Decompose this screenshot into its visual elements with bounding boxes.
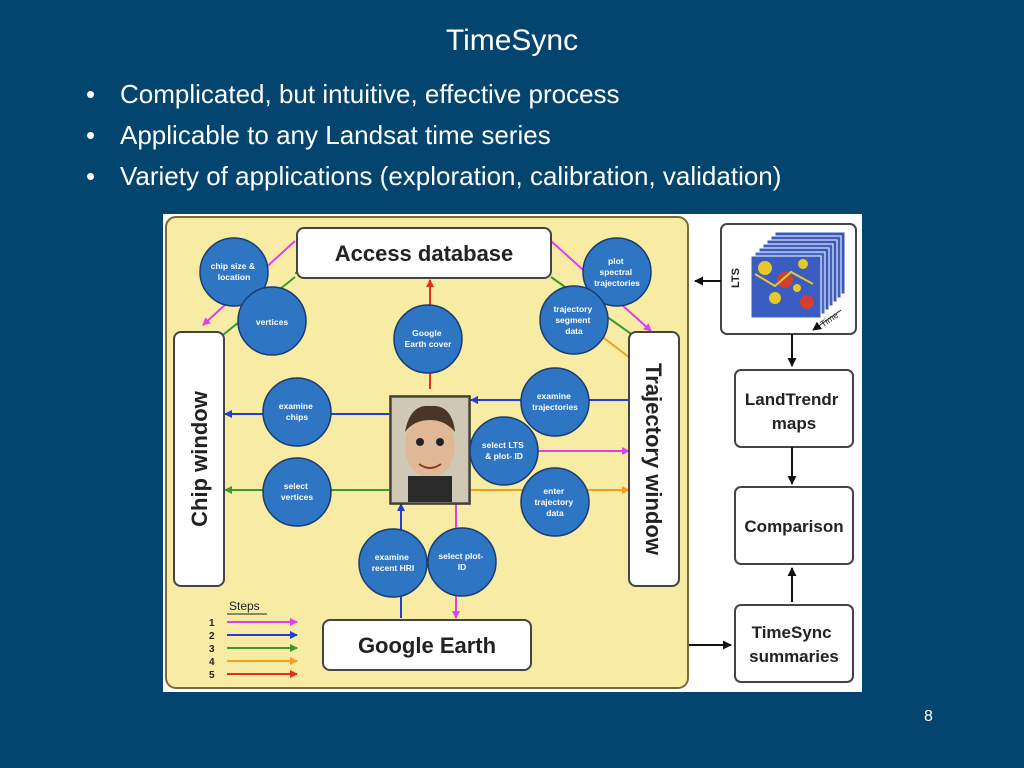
timesync-diagram: Access database Chip window Trajectory w… (163, 214, 862, 692)
page-number: 8 (924, 708, 933, 725)
circle-select-lts-plot-id: select LTS & plot- ID (469, 416, 539, 486)
svg-text:trajectory segment: trajectory segment data (553, 304, 594, 336)
svg-text:2: 2 (209, 631, 215, 642)
circle-examine-recent-hri: examine recent HRI (358, 528, 428, 598)
steps-legend: Steps 1 2 3 4 5 (209, 599, 298, 681)
legend-step: 4 (209, 657, 298, 668)
bullet-item: Complicated, but intuitive, effective pr… (86, 74, 781, 115)
svg-text:Comparison: Comparison (744, 517, 843, 536)
circle-vertices: vertices (237, 286, 307, 356)
google-earth-box (322, 619, 532, 671)
circle-examine-chips: examine chips (262, 377, 332, 447)
svg-text:LandTrendr maps: LandTrendr maps (745, 390, 843, 433)
legend-step: 2 (209, 631, 298, 642)
svg-text:examine recent HRI: examine recent HRI (372, 552, 415, 573)
svg-text:Google Earth cover: Google Earth cover (405, 328, 452, 349)
legend-step: 1 (209, 618, 298, 629)
circle-select-plot-id: select plot- ID (427, 527, 497, 597)
user-photo (389, 395, 471, 505)
svg-text:plot spectral: plot spectral trajectories (594, 256, 640, 288)
chip-window-label: Chip window (187, 390, 212, 527)
svg-text:1: 1 (209, 618, 215, 629)
svg-text:5: 5 (209, 670, 215, 681)
comparison-box: Comparison (734, 486, 854, 565)
bullet-item: Variety of applications (exploration, ca… (86, 156, 781, 197)
svg-text:chip size & location: chip size & location (211, 261, 258, 282)
legend-title: Steps (229, 599, 260, 613)
svg-text:examine chips: examine chips (279, 401, 315, 422)
process-circles: chip size & location vertices Google Ear… (199, 237, 652, 598)
circle-google-earth-cover: Google Earth cover (393, 304, 463, 374)
image-stack (750, 231, 846, 319)
legend-step: 5 (209, 670, 298, 681)
bullet-item: Applicable to any Landsat time series (86, 115, 781, 156)
circle-trajectory-segment-data: trajectory segment data (539, 285, 609, 355)
bullet-list: Complicated, but intuitive, effective pr… (86, 74, 781, 197)
svg-text:TimeSync summaries: TimeSync summaries (749, 623, 839, 666)
svg-text:select vertices: select vertices (281, 481, 313, 502)
circle-enter-trajectory-data: enter trajectory data (520, 467, 590, 537)
slide-title: TimeSync (445, 24, 579, 57)
svg-text:3: 3 (209, 644, 215, 655)
circle-examine-trajectories: examine trajectories (520, 367, 590, 437)
svg-text:vertices: vertices (256, 317, 288, 327)
trajectory-window-label: Trajectory window (641, 363, 666, 556)
legend-step: 3 (209, 644, 298, 655)
access-database-box (296, 227, 552, 279)
svg-text:select LTS & plot- ID: select LTS & plot- ID (482, 440, 526, 461)
svg-text:4: 4 (209, 657, 215, 668)
circle-plot-spectral-trajectories: plot spectral trajectories (582, 237, 652, 307)
trajectory-window-box (628, 331, 680, 587)
lts-label: LTS (730, 268, 742, 288)
circle-chip-size-location: chip size & location (199, 237, 269, 307)
svg-text:select plot- ID: select plot- ID (438, 551, 485, 572)
google-earth-label: Google Earth (358, 633, 496, 658)
timesync-summaries-box: TimeSync summaries (734, 604, 854, 683)
circle-select-vertices: select vertices (262, 457, 332, 527)
landtrendr-maps-box: LandTrendr maps (734, 369, 854, 448)
svg-text:enter trajectory: enter trajectory data (534, 486, 575, 518)
diagram-svg: Access database Chip window Trajectory w… (165, 216, 857, 689)
svg-text:examine trajectories: examine trajectories (532, 391, 578, 412)
lts-image-box: LTS Time (720, 223, 857, 335)
chip-window-box (173, 331, 225, 587)
access-database-label: Access database (335, 241, 514, 266)
